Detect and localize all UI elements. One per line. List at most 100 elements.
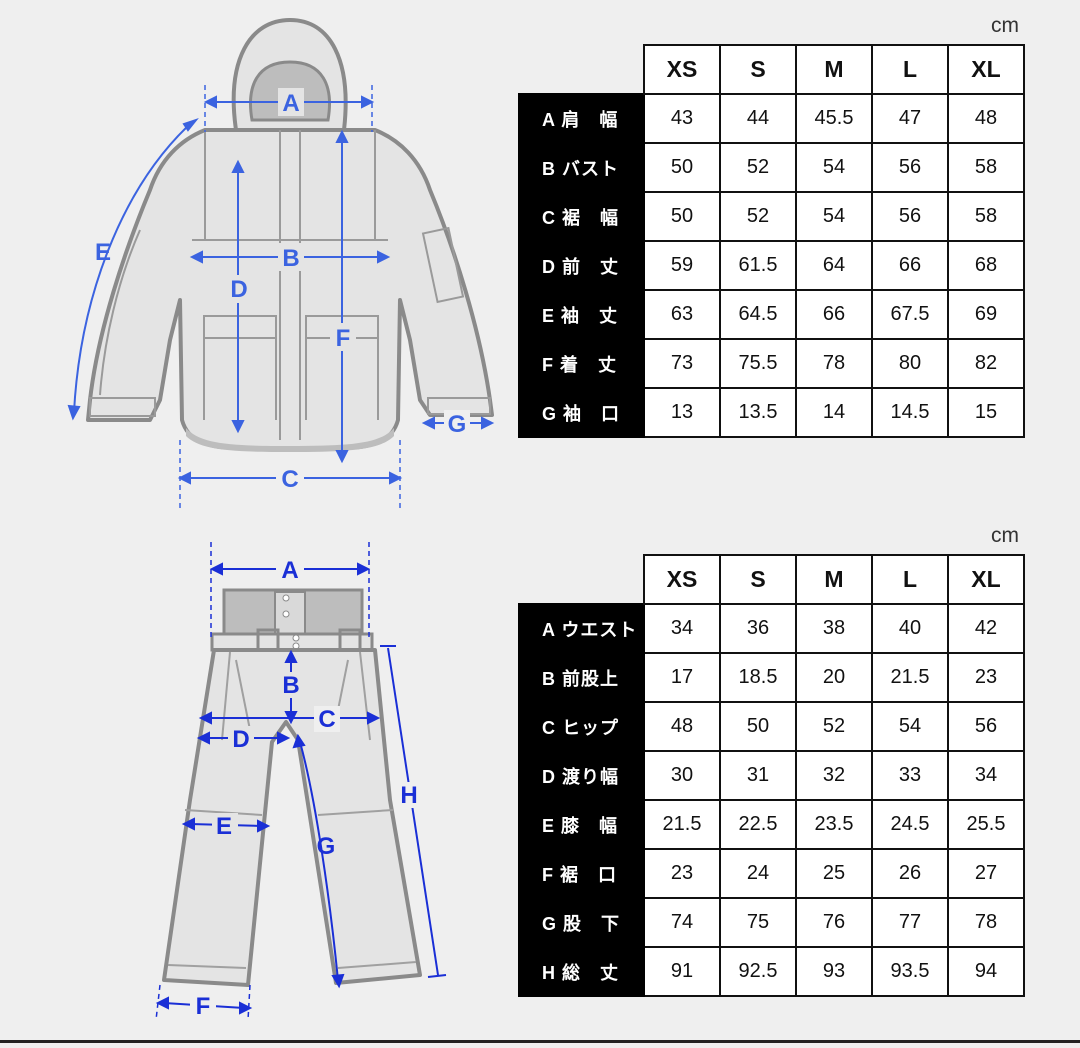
table-cell: 24: [719, 848, 797, 899]
pants-letter-f: F: [196, 993, 211, 1020]
table-cell: 52: [719, 142, 797, 193]
size-header: XS: [643, 554, 721, 605]
table-cell: 76: [795, 897, 873, 948]
jacket-size-header-row: XS S M L XL: [519, 44, 1025, 95]
jacket-letter-b: B: [282, 245, 299, 272]
table-cell: 38: [795, 603, 873, 654]
table-cell: 17: [643, 652, 721, 703]
row-label: E 袖 丈: [518, 289, 645, 340]
table-cell: 80: [871, 338, 949, 389]
table-cell: 61.5: [719, 240, 797, 291]
table-cell: 14.5: [871, 387, 949, 438]
pants-size-header-row: XS S M L XL: [519, 554, 1025, 605]
table-cell: 44: [719, 93, 797, 144]
size-header: XL: [947, 44, 1025, 95]
table-cell: 91: [643, 946, 721, 997]
jacket-unit-label: cm: [991, 14, 1019, 37]
table-cell: 52: [719, 191, 797, 242]
size-header: L: [871, 554, 949, 605]
row-label: G 股 下: [518, 897, 645, 948]
row-label: F 着 丈: [518, 338, 645, 389]
table-cell: 47: [871, 93, 949, 144]
table-row: G 股 下 74 75 76 77 78: [518, 897, 1025, 948]
table-cell: 58: [947, 142, 1025, 193]
row-label: E 膝 幅: [518, 799, 645, 850]
jacket-letter-e: E: [95, 239, 111, 266]
table-cell: 22.5: [719, 799, 797, 850]
table-cell: 77: [871, 897, 949, 948]
table-cell: 56: [947, 701, 1025, 752]
table-cell: 50: [643, 142, 721, 193]
table-cell: 48: [643, 701, 721, 752]
table-row: A 肩 幅 43 44 45.5 47 48: [518, 93, 1025, 144]
table-cell: 66: [871, 240, 949, 291]
size-header: L: [871, 44, 949, 95]
row-label: G 袖 口: [518, 387, 645, 438]
pants-letter-d: D: [232, 726, 249, 753]
table-row: B バスト 50 52 54 56 58: [518, 142, 1025, 193]
table-cell: 25.5: [947, 799, 1025, 850]
table-cell: 78: [795, 338, 873, 389]
table-row: H 総 丈 91 92.5 93 93.5 94: [518, 946, 1025, 997]
table-cell: 34: [947, 750, 1025, 801]
size-header: M: [795, 44, 873, 95]
jacket-letter-g: G: [448, 411, 467, 438]
table-cell: 23: [643, 848, 721, 899]
pants-letter-a: A: [281, 557, 298, 584]
bottom-divider: [0, 1040, 1080, 1043]
size-header: S: [719, 44, 797, 95]
table-cell: 31: [719, 750, 797, 801]
table-cell: 92.5: [719, 946, 797, 997]
table-cell: 74: [643, 897, 721, 948]
pants-letter-h: H: [400, 782, 417, 809]
table-row: D 渡り幅 30 31 32 33 34: [518, 750, 1025, 801]
table-cell: 73: [643, 338, 721, 389]
table-cell: 56: [871, 191, 949, 242]
row-label: D 前 丈: [518, 240, 645, 291]
row-label: C ヒップ: [518, 701, 645, 752]
table-corner: [519, 45, 644, 94]
table-cell: 56: [871, 142, 949, 193]
table-row: A ウエスト 34 36 38 40 42: [518, 603, 1025, 654]
row-label: A ウエスト: [518, 603, 645, 654]
pants-unit-label: cm: [991, 524, 1019, 547]
table-cell: 94: [947, 946, 1025, 997]
table-cell: 43: [643, 93, 721, 144]
table-cell: 64: [795, 240, 873, 291]
table-cell: 59: [643, 240, 721, 291]
jacket-size-table: XS S M L XL A 肩 幅 43 44 45.5 47 48 B バスト…: [518, 44, 1025, 438]
table-cell: 48: [947, 93, 1025, 144]
table-row: D 前 丈 59 61.5 64 66 68: [518, 240, 1025, 291]
pants-size-table: XS S M L XL A ウエスト 34 36 38 40 42 B 前股上 …: [518, 554, 1025, 997]
row-label: H 総 丈: [518, 946, 645, 997]
table-cell: 24.5: [871, 799, 949, 850]
table-cell: 93.5: [871, 946, 949, 997]
jacket-letter-a: A: [282, 90, 299, 117]
table-cell: 69: [947, 289, 1025, 340]
jacket-letter-c: C: [281, 466, 298, 493]
table-cell: 66: [795, 289, 873, 340]
table-cell: 36: [719, 603, 797, 654]
table-row: C 裾 幅 50 52 54 56 58: [518, 191, 1025, 242]
table-cell: 45.5: [795, 93, 873, 144]
table-cell: 75: [719, 897, 797, 948]
jacket-body: [86, 128, 494, 450]
table-cell: 15: [947, 387, 1025, 438]
table-row: G 袖 口 13 13.5 14 14.5 15: [518, 387, 1025, 438]
row-label: B バスト: [518, 142, 645, 193]
table-cell: 13.5: [719, 387, 797, 438]
table-cell: 21.5: [871, 652, 949, 703]
size-header: XL: [947, 554, 1025, 605]
table-cell: 54: [871, 701, 949, 752]
table-cell: 63: [643, 289, 721, 340]
table-cell: 26: [871, 848, 949, 899]
row-label: A 肩 幅: [518, 93, 645, 144]
table-cell: 68: [947, 240, 1025, 291]
table-cell: 30: [643, 750, 721, 801]
table-cell: 93: [795, 946, 873, 997]
table-cell: 82: [947, 338, 1025, 389]
table-cell: 75.5: [719, 338, 797, 389]
table-row: B 前股上 17 18.5 20 21.5 23: [518, 652, 1025, 703]
table-row: C ヒップ 48 50 52 54 56: [518, 701, 1025, 752]
jacket-letter-d: D: [230, 276, 247, 303]
